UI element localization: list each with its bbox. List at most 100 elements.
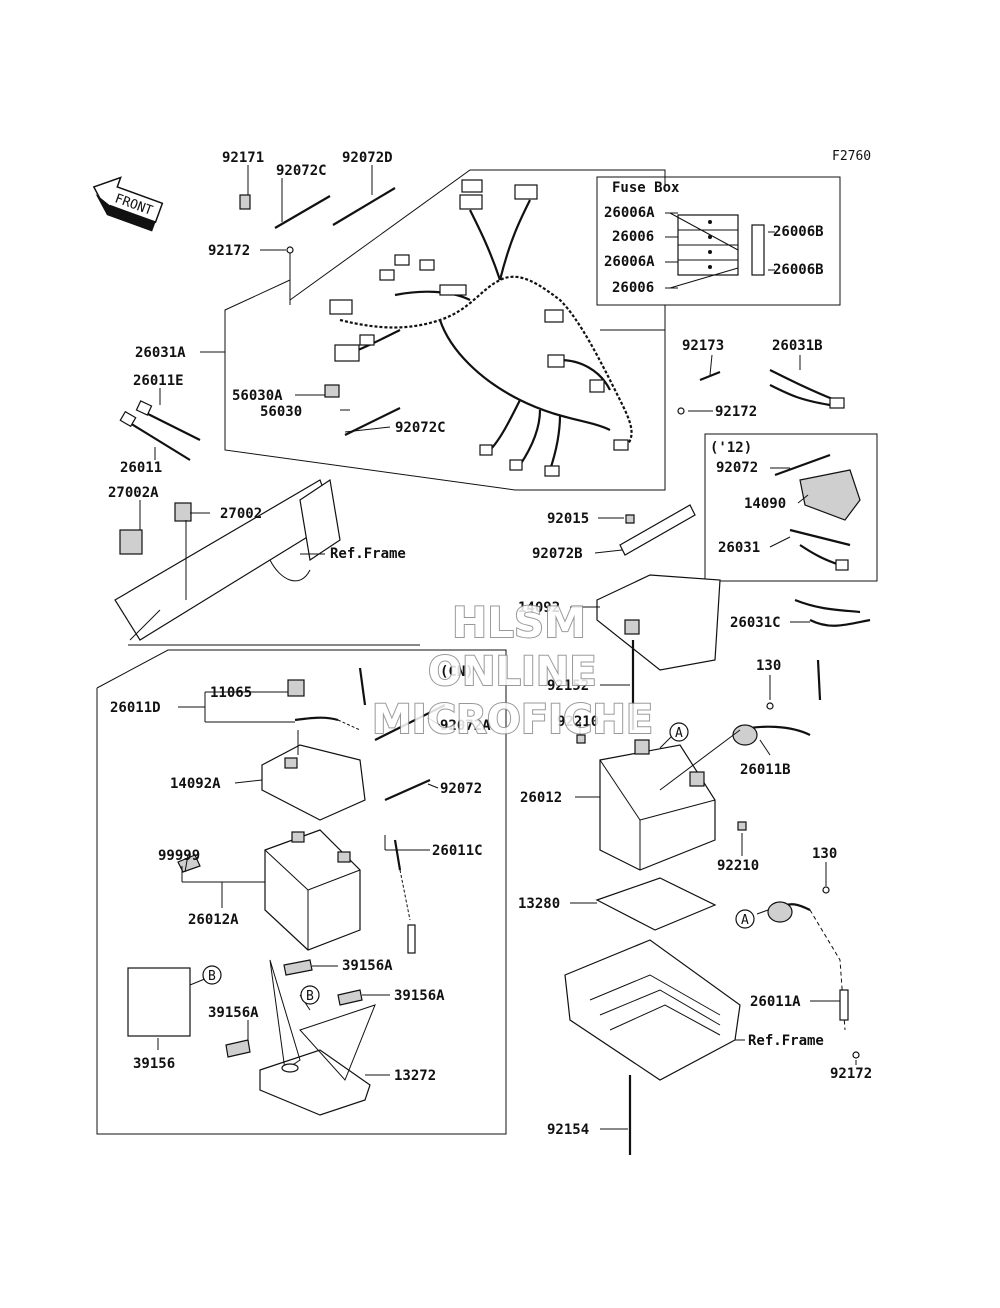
part-92072-tie-icon [384, 778, 431, 802]
part-label: 26031C [730, 615, 781, 631]
part-label: 92072A [440, 718, 491, 734]
part-14092-cover-icon [596, 574, 721, 671]
cn-panel [96, 649, 507, 1135]
part-label: Ref.Frame [748, 1033, 824, 1049]
part-label: 92152 [547, 678, 589, 694]
callout-b-left: B [202, 965, 222, 985]
part-99999-label-icon [177, 854, 201, 873]
year-12-panel [704, 433, 878, 582]
part-26011-lead-icon [119, 400, 201, 461]
part-label: 99999 [158, 848, 200, 864]
part-label: 92072 [440, 781, 482, 797]
callout-b-right: B [300, 985, 320, 1005]
fuse-box-panel [596, 176, 841, 306]
callout-a-upper: A [669, 722, 689, 742]
part-13280-tray-icon [595, 877, 717, 931]
part-label: 92072 [716, 460, 758, 476]
watermark-line-3: MICROFICHE [372, 697, 653, 743]
figure-code: F2760 [832, 149, 871, 164]
part-92072B-plate-icon [619, 504, 696, 556]
part-39156A-1-icon [283, 959, 313, 976]
fuse-label-5: 26006B [773, 224, 824, 240]
part-label: Ref.Frame [330, 546, 406, 562]
part-label: 26011 [120, 460, 162, 476]
part-label: 92171 [222, 150, 264, 166]
part-label: 92173 [682, 338, 724, 354]
part-label: 14090 [744, 496, 786, 512]
part-39156A-2-icon [337, 989, 363, 1006]
part-label: 39156A [208, 1005, 259, 1021]
fuse-label-6: 26006B [773, 262, 824, 278]
part-label: 130 [812, 846, 837, 862]
part-92072A-icon [374, 704, 446, 741]
part-label: 13272 [394, 1068, 436, 1084]
part-92173-icon [699, 370, 721, 382]
svg-text:A: A [675, 726, 683, 741]
part-label: 92072B [532, 546, 583, 562]
part-92171-icon [239, 194, 251, 210]
front-arrow-icon: FRONT [92, 176, 164, 232]
part-13272-bracket-icon [259, 959, 376, 1116]
part-label: 39156 [133, 1056, 175, 1072]
callout-a-lower: A [735, 909, 755, 929]
battery-26012A [264, 829, 361, 951]
cn-tag: (CN) [440, 664, 474, 680]
leader-lines [139, 165, 857, 1130]
part-26011C-lead-icon [393, 839, 416, 954]
part-label: 92072D [342, 150, 393, 166]
battery-26012 [599, 739, 716, 871]
frame-section-left [114, 478, 341, 641]
part-92172-icon [286, 246, 294, 254]
part-92072C-icon [274, 195, 331, 229]
part-14092A-cover-icon [261, 744, 366, 821]
part-26031C-harness-icon [794, 598, 871, 627]
part-92072-12-icon [774, 453, 831, 477]
part-label: 26031 [718, 540, 760, 556]
watermark-line-1: HLSM [452, 598, 586, 647]
part-26031-12-harness-icon [789, 528, 851, 571]
part-label: 26011C [432, 843, 483, 859]
main-wiring-harness [329, 179, 633, 477]
part-92210-upper-icon [576, 734, 586, 744]
fuse-label-4: 26006 [612, 280, 654, 296]
watermark: HLSM ONLINE MICROFICHE [371, 597, 654, 744]
part-label: 56030 [260, 404, 302, 420]
part-label: 92072C [276, 163, 327, 179]
part-label: 27002A [108, 485, 159, 501]
part-label: 14092A [170, 776, 221, 792]
part-26011D-lead-icon [294, 667, 367, 731]
part-label: 39156A [342, 958, 393, 974]
part-26011A-lead-icon [767, 901, 849, 1031]
part-label: 26012A [188, 912, 239, 928]
harness-frame-top [289, 169, 666, 301]
part-labels: 92171 92072C 92072D 92172 26031A 26011E … [108, 150, 872, 1138]
part-26031B-harness-icon [769, 369, 845, 409]
fuse-label-1: 26006A [604, 205, 655, 221]
harness-frame-bottom [224, 279, 666, 491]
part-label: 26011A [750, 994, 801, 1010]
part-39156A-3-icon [225, 1039, 251, 1058]
watermark-line-2: ONLINE [428, 649, 597, 695]
fuse-label-2: 26006 [612, 229, 654, 245]
part-label: 92172 [208, 243, 250, 259]
part-label: 92210 [717, 858, 759, 874]
part-label: 26031A [135, 345, 186, 361]
part-label: 14092 [518, 600, 560, 616]
part-label: 39156A [394, 988, 445, 1004]
year-12-tag: ('12) [710, 440, 752, 456]
part-26011B-lead-icon [732, 659, 822, 746]
part-label: 26031B [772, 338, 823, 354]
part-label: 26011E [133, 373, 184, 389]
part-label: 92210 [557, 714, 599, 730]
part-39156-sheet-icon [127, 967, 191, 1037]
part-11065-icon [287, 679, 305, 697]
part-label: 92172 [715, 404, 757, 420]
part-label: 56030A [232, 388, 283, 404]
part-label: 13280 [518, 896, 560, 912]
part-label: 130 [756, 658, 781, 674]
part-label: 92172 [830, 1066, 872, 1082]
part-56030A-icon [324, 384, 340, 398]
fuse-box-block [669, 212, 765, 289]
